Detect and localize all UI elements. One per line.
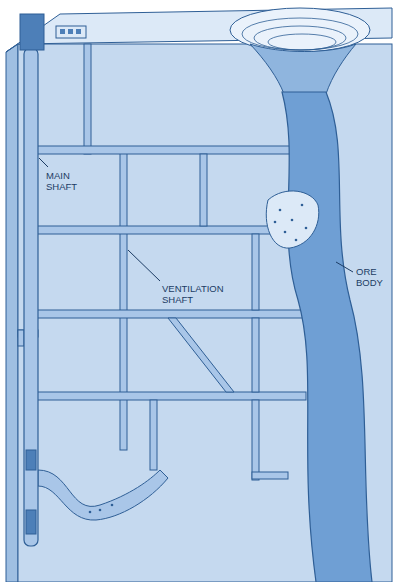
stope bbox=[266, 191, 319, 248]
ore-body bbox=[282, 92, 372, 582]
block-side bbox=[6, 44, 18, 582]
level-drift bbox=[36, 146, 292, 154]
pit-terrace bbox=[242, 18, 358, 50]
window bbox=[76, 29, 81, 34]
raise bbox=[252, 318, 259, 392]
block-front bbox=[18, 44, 392, 582]
ore-dot bbox=[99, 509, 102, 512]
pit-slope bbox=[250, 44, 356, 94]
ore-dot bbox=[111, 504, 114, 507]
ore-dot bbox=[284, 231, 287, 234]
ore-dot bbox=[305, 227, 308, 230]
ground-surface bbox=[6, 8, 392, 52]
level-drift bbox=[36, 226, 292, 234]
shaft bbox=[84, 44, 91, 154]
leader-line bbox=[336, 262, 353, 272]
ore-dot bbox=[89, 511, 92, 514]
raise bbox=[252, 234, 259, 310]
ore-dot bbox=[301, 204, 304, 207]
inclined-raise bbox=[168, 318, 234, 392]
skip bbox=[26, 450, 36, 470]
part-label: ORE BODY bbox=[356, 266, 383, 288]
part-label: VENTILATION SHAFT bbox=[162, 283, 224, 305]
window bbox=[60, 29, 65, 34]
ore-pass bbox=[38, 470, 168, 520]
surface-building bbox=[56, 26, 86, 38]
raise bbox=[252, 400, 259, 480]
headframe bbox=[20, 14, 44, 50]
raise bbox=[200, 154, 207, 226]
skip bbox=[26, 510, 36, 534]
pit-terrace bbox=[254, 26, 346, 50]
leader-line bbox=[128, 250, 160, 281]
main-shaft bbox=[24, 48, 38, 546]
ore-dot bbox=[291, 219, 294, 222]
level-drift bbox=[36, 392, 306, 400]
level-drift bbox=[36, 310, 306, 318]
raise bbox=[150, 400, 157, 470]
window bbox=[68, 29, 73, 34]
ore-dot bbox=[274, 221, 277, 224]
station bbox=[18, 330, 24, 346]
drift-stub bbox=[252, 472, 288, 479]
pit-terrace bbox=[268, 34, 336, 50]
leader-line bbox=[39, 158, 48, 167]
ore-dot bbox=[295, 239, 298, 242]
ventilation-shaft bbox=[120, 150, 127, 450]
part-label: MAIN SHAFT bbox=[46, 170, 77, 192]
ore-dot bbox=[279, 209, 282, 212]
